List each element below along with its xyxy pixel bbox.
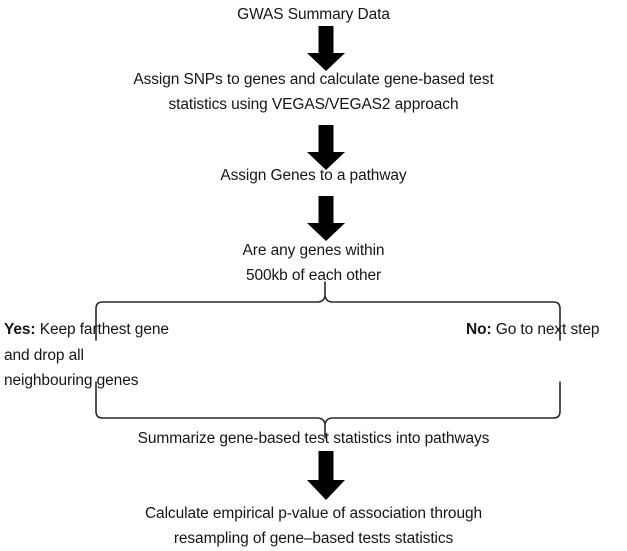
arrow-down-2 <box>307 125 345 170</box>
branch-text-yes-line1: Keep farthest gene <box>35 321 169 338</box>
branch-keyword-no: No: <box>466 321 492 338</box>
branch-label-no: No: Go to next step <box>466 317 627 343</box>
branch-text-yes-line2: and drop all <box>4 346 84 364</box>
branch-keyword-yes: Yes: <box>4 321 36 338</box>
arrow-down-1 <box>307 26 345 71</box>
node-gwas-summary-data: GWAS Summary Data <box>237 6 390 23</box>
branch-text-yes-line3: neighbouring genes <box>4 372 139 389</box>
node-summarize-pathways: Summarize gene-based test statistics int… <box>137 430 490 447</box>
branch-label-yes: Yes: Keep farthest gene and drop all nei… <box>4 317 254 394</box>
node-assign-genes-pathway: Assign Genes to a pathway <box>220 167 407 184</box>
arrow-down-4 <box>307 451 345 500</box>
node-calculate-pvalue: Calculate empirical p-value of associati… <box>144 505 483 547</box>
branch-text-no: Go to next step <box>491 321 600 338</box>
arrow-down-3 <box>307 196 345 241</box>
node-decision-500kb: Are any genes within 500kb of each other <box>242 242 385 284</box>
node-assign-snps: Assign SNPs to genes and calculate gene-… <box>133 71 494 113</box>
